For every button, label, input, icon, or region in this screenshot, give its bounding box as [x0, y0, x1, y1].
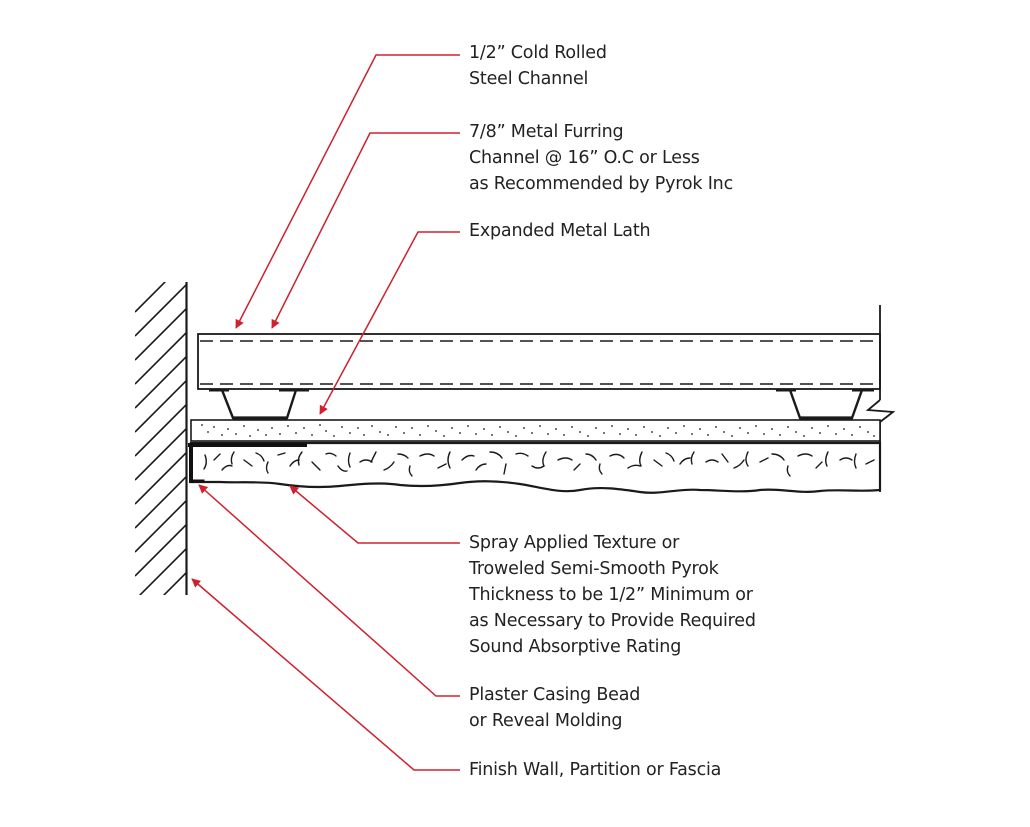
label-line: or Reveal Molding — [469, 711, 623, 731]
label-line: Troweled Semi-Smooth Pyrok — [469, 559, 719, 579]
leader-furring-channel — [271, 132, 460, 329]
label-spray-texture: Spray Applied Texture or Troweled Semi-S… — [469, 530, 756, 660]
leader-cold-rolled-channel — [235, 54, 460, 329]
label-line: Steel Channel — [469, 69, 589, 89]
spray-texture-layer — [189, 441, 882, 494]
label-line: Thickness to be 1/2” Minimum or — [469, 585, 753, 605]
label-line: as Necessary to Provide Required — [469, 611, 756, 631]
label-finish-wall: Finish Wall, Partition or Fascia — [469, 757, 721, 783]
leader-finish-wall — [191, 578, 460, 771]
expanded-metal-lath — [190, 419, 881, 442]
label-line: Finish Wall, Partition or Fascia — [469, 760, 722, 780]
furring-channel-left — [209, 388, 309, 420]
label-line: 1/2” Cold Rolled — [469, 43, 607, 63]
label-line: Channel @ 16” O.C or Less — [469, 148, 700, 168]
label-line: Sound Absorptive Rating — [469, 637, 682, 657]
label-metal-furring-channel: 7/8” Metal Furring Channel @ 16” O.C or … — [469, 119, 733, 197]
label-line: Spray Applied Texture or — [469, 533, 680, 553]
furring-channel-right — [776, 388, 874, 420]
finish-wall — [135, 282, 188, 595]
cold-rolled-channel — [197, 333, 881, 390]
label-cold-rolled-channel: 1/2” Cold Rolled Steel Channel — [469, 40, 607, 92]
label-casing-bead: Plaster Casing Bead or Reveal Molding — [469, 682, 640, 734]
plaster-casing-bead — [188, 443, 307, 483]
leader-casing-bead — [198, 484, 460, 697]
leader-lines — [191, 54, 460, 771]
label-line: as Recommended by Pyrok Inc — [469, 174, 733, 194]
label-line: 7/8” Metal Furring — [469, 122, 624, 142]
leader-spray-texture — [289, 485, 460, 544]
label-line: Plaster Casing Bead — [469, 685, 641, 705]
label-line: Expanded Metal Lath — [469, 221, 651, 241]
label-expanded-metal-lath: Expanded Metal Lath — [469, 218, 651, 244]
leader-metal-lath — [319, 231, 460, 415]
